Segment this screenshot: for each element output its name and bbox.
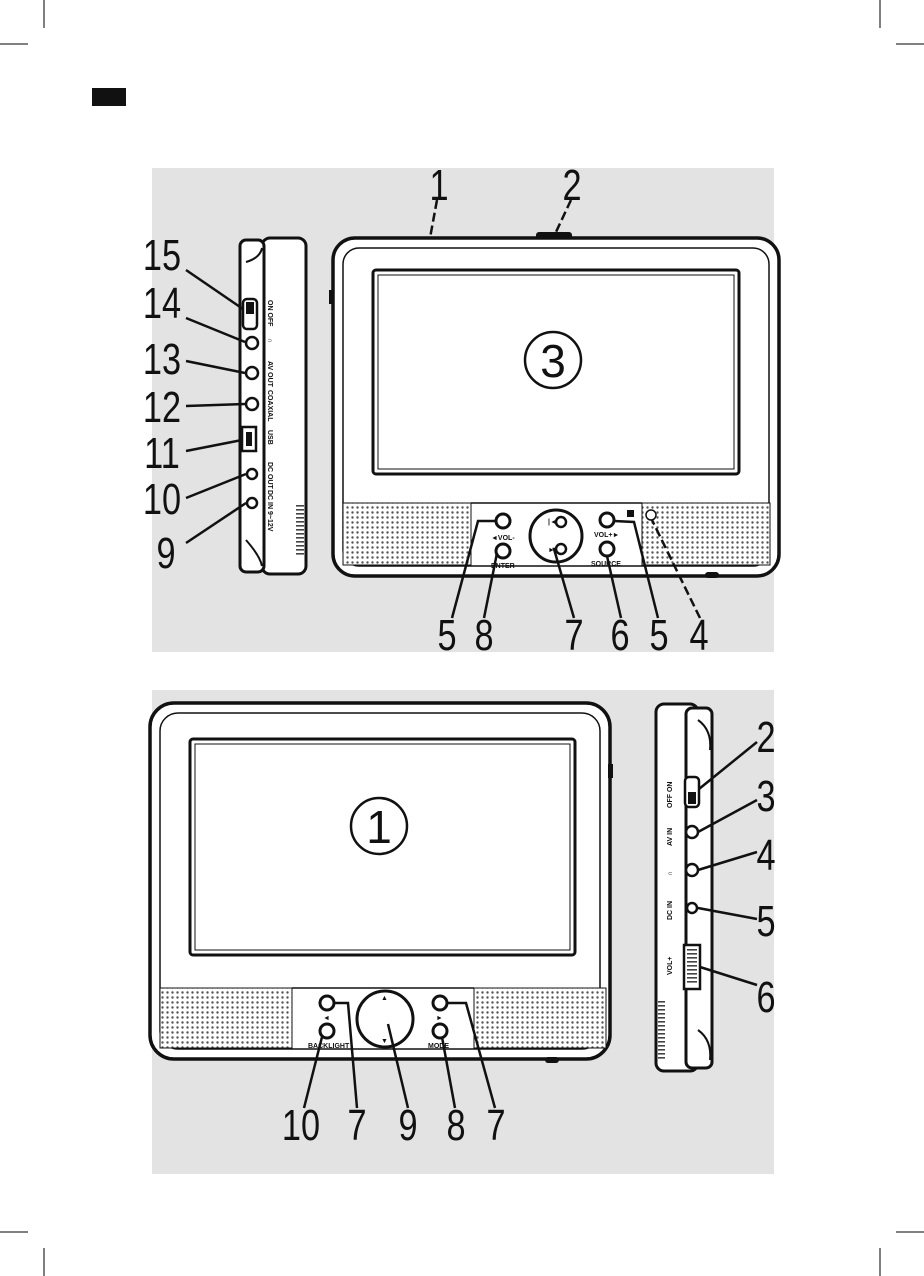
right-arrow-icon: ► bbox=[436, 1015, 443, 1022]
bottom-callout-2: 2 bbox=[756, 713, 775, 762]
vol-wheel-label: VOL+ bbox=[667, 957, 674, 975]
second-right-speaker-grille bbox=[474, 988, 606, 1048]
bottom-callout-10: 10 bbox=[282, 1101, 320, 1150]
callout-10: 10 bbox=[143, 475, 181, 524]
bottom-callout-7-right: 7 bbox=[486, 1101, 505, 1150]
prev-track-button[interactable] bbox=[556, 517, 566, 527]
coaxial-label: COAXIAL bbox=[266, 390, 273, 422]
second-headphone-jack[interactable] bbox=[686, 864, 698, 876]
callout-4: 4 bbox=[689, 611, 708, 660]
callout-12: 12 bbox=[143, 383, 181, 432]
second-left-speaker-grille bbox=[160, 988, 292, 1048]
callout-5-right: 5 bbox=[649, 611, 668, 660]
switch-label: ON OFF bbox=[266, 300, 273, 327]
vol-minus-label: ◄VOL- bbox=[491, 535, 515, 542]
callout-1: 1 bbox=[429, 161, 448, 210]
second-unit-side-view: OFF ON AV IN ∩ DC IN VOL+ bbox=[656, 704, 712, 1071]
backlight-label: BACKLIGHT bbox=[308, 1043, 350, 1050]
screen-number-label: 3 bbox=[540, 335, 566, 387]
bottom-callout-3: 3 bbox=[756, 772, 775, 821]
source-button[interactable] bbox=[600, 542, 614, 556]
callout-7: 7 bbox=[564, 611, 583, 660]
ir-sensor bbox=[627, 510, 634, 517]
up-arrow-icon: ▲ bbox=[381, 995, 388, 1002]
second-dc-in-jack[interactable] bbox=[687, 903, 697, 913]
callout-11: 11 bbox=[144, 429, 180, 478]
callout-13: 13 bbox=[143, 335, 181, 384]
coaxial-jack[interactable] bbox=[246, 398, 258, 410]
dc-out-label: DC OUT bbox=[266, 462, 273, 490]
main-unit-front-view: 3 ◄VOL- ENTER |◄ ►| VOL+► SOURCE bbox=[329, 232, 779, 578]
left-arrow-icon: ◄ bbox=[323, 1015, 330, 1022]
av-in-label: AV IN bbox=[667, 828, 674, 846]
right-arrow-button[interactable] bbox=[433, 996, 447, 1010]
callout-14: 14 bbox=[143, 279, 181, 328]
callout-9: 9 bbox=[156, 529, 175, 578]
callout-2: 2 bbox=[562, 161, 581, 210]
source-label: SOURCE bbox=[591, 561, 621, 568]
vol-minus-button[interactable] bbox=[496, 514, 510, 528]
vol-plus-button[interactable] bbox=[600, 513, 614, 527]
dc-out-jack[interactable] bbox=[247, 469, 257, 479]
mode-button[interactable] bbox=[433, 1024, 447, 1038]
callout-5-left: 5 bbox=[437, 611, 456, 660]
second-headphone-label: ∩ bbox=[667, 871, 674, 876]
bottom-callout-5: 5 bbox=[756, 897, 775, 946]
mode-label: MODE bbox=[428, 1043, 449, 1050]
down-arrow-icon: ▼ bbox=[381, 1038, 388, 1045]
callout-6: 6 bbox=[610, 611, 629, 660]
callout-15: 15 bbox=[143, 231, 181, 280]
language-tab-marker bbox=[92, 88, 126, 106]
dc-in-label: DC IN 9~12V bbox=[266, 490, 273, 532]
av-out-label: AV OUT bbox=[266, 361, 273, 388]
second-dc-in-label: DC IN bbox=[667, 901, 674, 920]
bottom-callout-7-left: 7 bbox=[347, 1101, 366, 1150]
av-in-jack[interactable] bbox=[686, 826, 698, 838]
headphone-jack[interactable] bbox=[246, 337, 258, 349]
next-track-button[interactable] bbox=[556, 544, 566, 554]
vol-plus-label: VOL+► bbox=[594, 532, 619, 539]
callout-8: 8 bbox=[474, 611, 493, 660]
headphone-label: ∩ bbox=[266, 338, 273, 343]
second-unit-front-view: 1 ◄ BACKLIGHT ▲ ▼ ► MODE bbox=[150, 703, 613, 1063]
prev-track-icon: |◄ bbox=[548, 519, 557, 526]
right-speaker-grille bbox=[642, 503, 770, 565]
second-switch-label: OFF ON bbox=[667, 782, 674, 808]
bottom-callout-4: 4 bbox=[756, 831, 775, 880]
enter-button[interactable] bbox=[496, 544, 510, 558]
bottom-callout-8: 8 bbox=[446, 1101, 465, 1150]
backlight-button[interactable] bbox=[320, 1024, 334, 1038]
second-screen-number-label: 1 bbox=[366, 801, 392, 853]
bottom-callout-9: 9 bbox=[398, 1101, 417, 1150]
bottom-callout-6: 6 bbox=[756, 973, 775, 1022]
left-arrow-button[interactable] bbox=[320, 996, 334, 1010]
av-out-jack[interactable] bbox=[246, 367, 258, 379]
left-speaker-grille bbox=[343, 503, 471, 565]
main-unit-side-view: ON OFF ∩ AV OUT COAXIAL USB DC OUT DC IN… bbox=[240, 238, 306, 574]
dc-in-jack[interactable] bbox=[247, 498, 257, 508]
usb-label: USB bbox=[266, 430, 273, 445]
